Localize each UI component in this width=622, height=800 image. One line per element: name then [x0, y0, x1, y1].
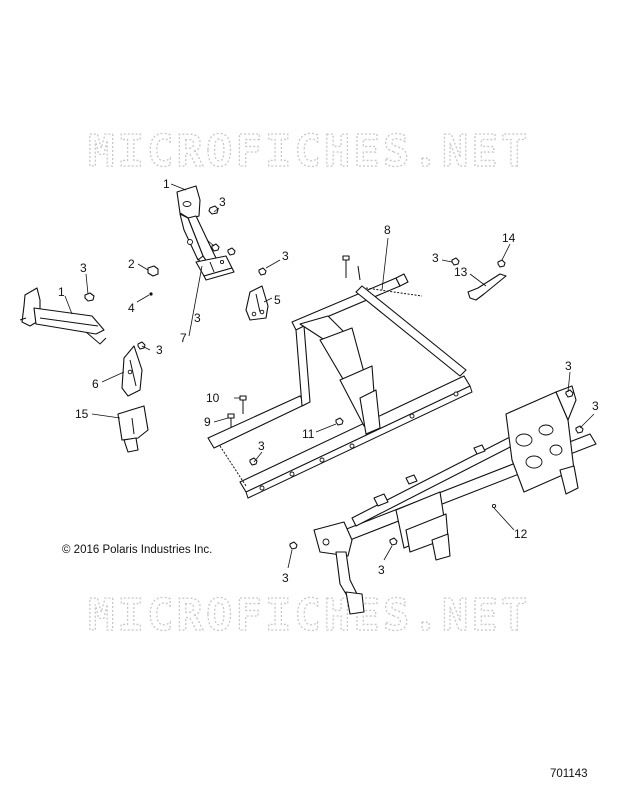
callout-3-upper: 3	[219, 195, 226, 209]
callout-14: 14	[502, 231, 516, 245]
callout-6: 6	[92, 377, 99, 391]
callout-3-right: 3	[432, 251, 439, 265]
callout-10: 10	[206, 391, 220, 405]
part-1-upper-bracket	[176, 185, 219, 269]
callout-7: 7	[180, 331, 187, 345]
diagram-code: 701143	[550, 768, 588, 780]
leader-lines	[64, 183, 595, 569]
callout-3-bracket7: 3	[194, 311, 201, 325]
callout-3-frame-d: 3	[378, 563, 385, 577]
callout-3-frame-a: 3	[565, 359, 572, 373]
watermark-top: MICROFICHES.NET	[88, 126, 530, 177]
callout-3-bracket6: 3	[156, 343, 163, 357]
callout-8: 8	[384, 223, 391, 237]
callouts: 1 3 2 4 3 1 3 5 3 7 3 6 15 8 10 9 11 3 3…	[58, 177, 599, 585]
callout-15: 15	[75, 407, 89, 421]
callout-3-bracket5: 3	[282, 249, 289, 263]
callout-9: 9	[204, 415, 211, 429]
watermark-bottom: MICROFICHES.NET	[88, 590, 530, 641]
bolt-3-frame-b	[575, 425, 584, 434]
callout-5: 5	[274, 293, 281, 307]
bolt-3-frame-c	[289, 541, 298, 550]
callout-11: 11	[302, 427, 315, 441]
callout-3-frame-c: 3	[282, 571, 289, 585]
callout-1-left: 1	[58, 285, 65, 299]
callout-1-upper: 1	[163, 177, 170, 191]
bolt-left-3	[84, 292, 95, 302]
bolt-3-sub	[249, 457, 258, 466]
callout-12: 12	[514, 527, 528, 541]
pin-9	[227, 413, 235, 428]
part-12-main-frame	[313, 385, 597, 615]
callout-3-sub: 3	[258, 439, 265, 453]
part-15-bracket	[117, 405, 149, 453]
part-1-left-bracket	[19, 287, 107, 345]
callout-2: 2	[128, 257, 135, 271]
copyright-text: © 2016 Polaris Industries Inc.	[62, 544, 212, 556]
bolt-3-right	[451, 257, 460, 266]
bolt-upper-1	[208, 205, 219, 215]
callout-3-left: 3	[80, 261, 87, 275]
callout-13: 13	[454, 265, 468, 279]
bolt-3-frame-d	[389, 537, 398, 546]
bolt-10	[239, 395, 247, 414]
callout-3-frame-b: 3	[592, 399, 599, 413]
bolt-11	[335, 417, 344, 426]
part-2-bolt	[147, 265, 159, 296]
part-8-subframe	[207, 255, 473, 499]
part-6-bracket	[121, 341, 146, 397]
part-5-bracket	[245, 267, 269, 321]
part-13-strap	[467, 259, 507, 301]
callout-4: 4	[128, 301, 135, 315]
